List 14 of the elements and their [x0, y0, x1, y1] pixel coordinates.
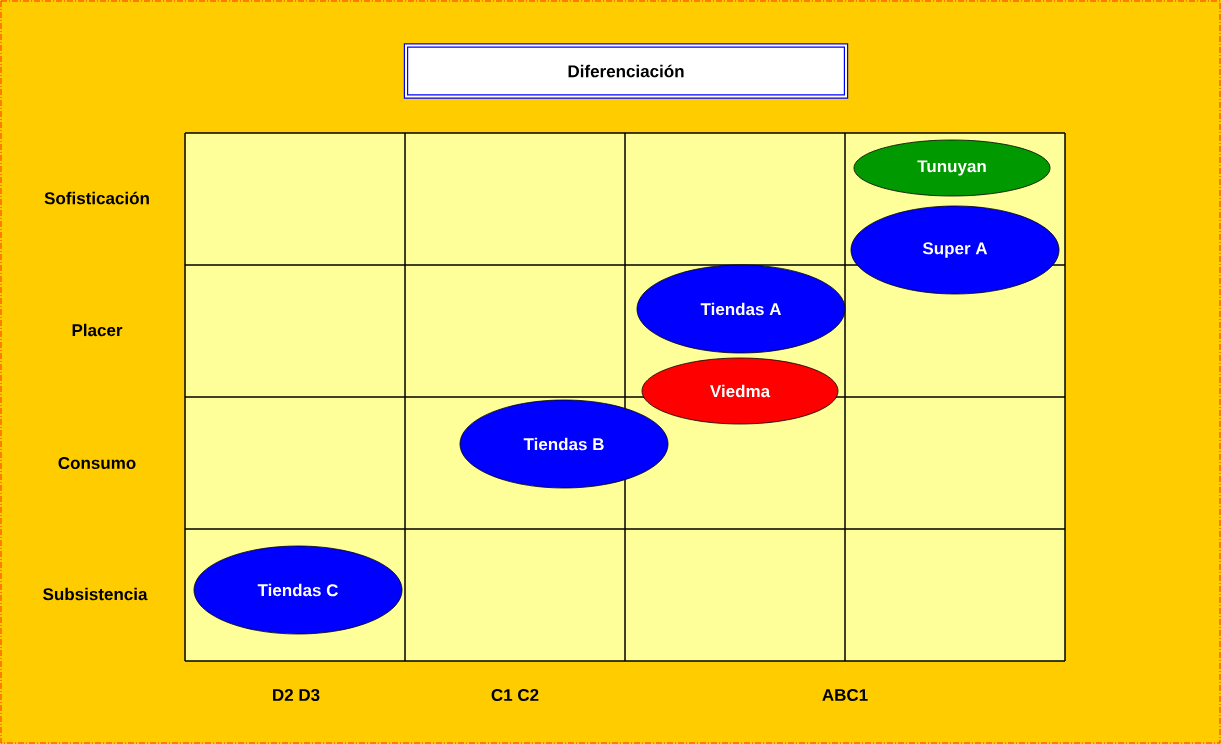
row-label: Sofisticación	[44, 191, 149, 205]
title-box: Diferenciación	[403, 43, 849, 99]
row-label: Subsistencia	[43, 587, 148, 601]
column-label: ABC1	[822, 688, 868, 701]
column-label: C1 C2	[491, 688, 539, 701]
ellipse-node: Viedma	[641, 357, 839, 425]
row-label: Placer	[72, 323, 123, 337]
ellipse-node: Tiendas C	[193, 545, 403, 635]
ellipse-node: Tiendas B	[459, 399, 669, 489]
ellipse-node: Tunuyan	[853, 139, 1051, 197]
ellipse-node: Tiendas A	[636, 264, 846, 354]
column-label: D2 D3	[273, 688, 320, 701]
ellipse-node: Super A	[850, 205, 1060, 295]
row-label: Consumo	[58, 457, 136, 469]
